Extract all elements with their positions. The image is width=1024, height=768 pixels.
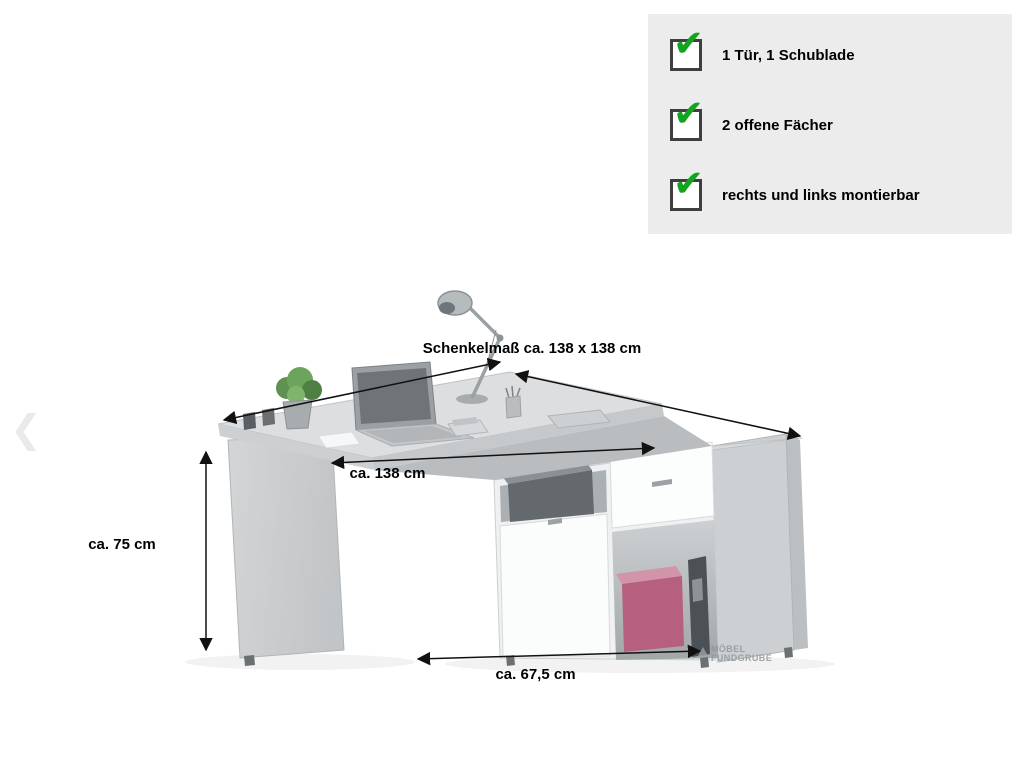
shop-logo-icon bbox=[698, 647, 708, 656]
desk-side-panel bbox=[227, 435, 345, 659]
dimension-label-width: ca. 138 cm bbox=[349, 465, 426, 482]
storage-box-pink-top bbox=[616, 566, 682, 584]
drawer-handle bbox=[652, 479, 672, 487]
dimension-arrows bbox=[199, 357, 802, 666]
feature-label: 2 offene Fächer bbox=[722, 116, 833, 134]
door-handle bbox=[548, 518, 562, 525]
watermark-line1: MÖBEL bbox=[711, 644, 746, 654]
cabinet-right-edge bbox=[786, 434, 808, 650]
arrow-depth bbox=[416, 644, 702, 666]
feature-label: 1 Tür, 1 Schublade bbox=[722, 46, 855, 64]
arrow-width bbox=[330, 441, 656, 470]
checkmark-icon: ✔ bbox=[673, 22, 705, 65]
arrow-leg-left bbox=[222, 357, 502, 425]
cabinet-foot bbox=[784, 647, 793, 658]
feature-label: rechts und links montierbar bbox=[722, 186, 920, 204]
dimension-label-depth: ca. 67,5 cm bbox=[495, 666, 576, 683]
cabinet-door bbox=[499, 513, 611, 657]
binder-label bbox=[692, 578, 703, 602]
dimension-label-height: ca. 75 cm bbox=[88, 536, 156, 553]
gallery-prev-icon[interactable]: ❮ bbox=[10, 407, 42, 451]
checkmark-icon: ✔ bbox=[673, 92, 705, 135]
checkbox-icon: ✔ bbox=[670, 165, 704, 211]
feature-item: ✔ 1 Tür, 1 Schublade bbox=[670, 25, 990, 72]
shop-watermark: MÖBEL FUNDGRUBE bbox=[698, 645, 772, 663]
checkbox-icon: ✔ bbox=[670, 25, 704, 71]
checkmark-icon: ✔ bbox=[673, 162, 705, 205]
feature-item: ✔ rechts und links montierbar bbox=[670, 165, 990, 212]
features-box: ✔ 1 Tür, 1 Schublade ✔ 2 offene Fächer ✔… bbox=[648, 14, 1012, 234]
storage-box-pink bbox=[622, 576, 684, 652]
cabinet-right-panel bbox=[711, 433, 795, 663]
dimension-label-legs: Schenkelmaß ca. 138 x 138 cm bbox=[422, 340, 642, 357]
watermark-line2: FUNDGRUBE bbox=[711, 653, 773, 663]
arrow-leg-right bbox=[514, 369, 802, 441]
panel-foot bbox=[244, 655, 255, 666]
cabinet-foot bbox=[700, 657, 709, 668]
cabinet bbox=[489, 433, 808, 668]
storage-box-dark bbox=[508, 470, 594, 522]
checkbox-icon: ✔ bbox=[670, 95, 704, 141]
feature-item: ✔ 2 offene Fächer bbox=[670, 95, 990, 142]
desk-accessories bbox=[243, 290, 611, 449]
